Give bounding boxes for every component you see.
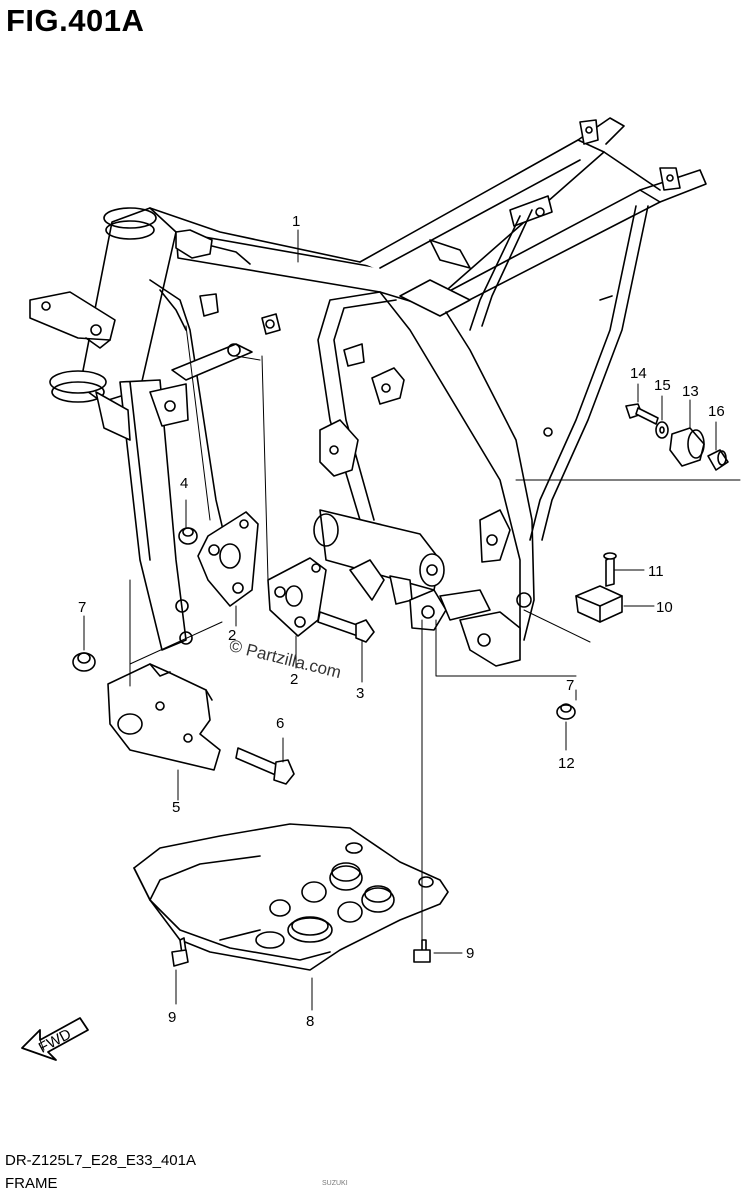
callout-16: 16 bbox=[708, 403, 725, 420]
callout-6: 6 bbox=[276, 715, 284, 732]
nut-7 bbox=[72, 652, 96, 672]
callout-8: 8 bbox=[306, 1013, 314, 1030]
leader-lines bbox=[83, 229, 741, 1011]
washer-15 bbox=[655, 421, 669, 439]
diagram-caption: FRAME bbox=[5, 1175, 58, 1192]
rubber-cushion-10 bbox=[575, 585, 623, 623]
fwd-label: FWD bbox=[36, 1026, 74, 1057]
callout-10: 10 bbox=[656, 599, 673, 616]
callout-5: 5 bbox=[172, 799, 180, 816]
callout-2b: 2 bbox=[290, 671, 298, 688]
callout-9b: 9 bbox=[466, 945, 474, 962]
copyright-mark: SUZUKI bbox=[322, 1180, 348, 1187]
collar-16 bbox=[707, 449, 729, 471]
callout-9a: 9 bbox=[168, 1009, 176, 1026]
figure-title: FIG.401A bbox=[6, 3, 145, 38]
bolt-9-right bbox=[413, 939, 431, 963]
main-frame bbox=[29, 117, 707, 667]
callout-15: 15 bbox=[654, 377, 671, 394]
nut-4 bbox=[178, 527, 198, 545]
callout-1: 1 bbox=[292, 213, 300, 230]
fwd-arrow-icon bbox=[21, 1017, 89, 1061]
callout-12: 12 bbox=[558, 755, 575, 772]
callout-4: 4 bbox=[180, 475, 188, 492]
spacer-13 bbox=[669, 427, 705, 467]
callout-3: 3 bbox=[356, 685, 364, 702]
callout-11: 11 bbox=[648, 563, 664, 580]
front-lower-bracket-5 bbox=[107, 663, 221, 771]
nut-12 bbox=[556, 703, 576, 720]
callout-14: 14 bbox=[630, 365, 647, 382]
bolt-6 bbox=[235, 747, 295, 785]
callout-2: 2 bbox=[228, 627, 236, 644]
callout-7b: 7 bbox=[566, 677, 574, 694]
engine-mount-bracket-right bbox=[267, 557, 327, 637]
callout-13: 13 bbox=[682, 383, 699, 400]
bolt-11 bbox=[603, 552, 617, 587]
diagram-code: DR-Z125L7_E28_E33_401A bbox=[5, 1152, 196, 1169]
skid-plate-8 bbox=[133, 823, 449, 971]
engine-mount-bracket-left bbox=[197, 511, 259, 607]
bolt-9-left bbox=[171, 937, 189, 967]
bolt-3 bbox=[317, 611, 375, 643]
callout-7a: 7 bbox=[78, 599, 86, 616]
bolt-14 bbox=[625, 403, 659, 425]
